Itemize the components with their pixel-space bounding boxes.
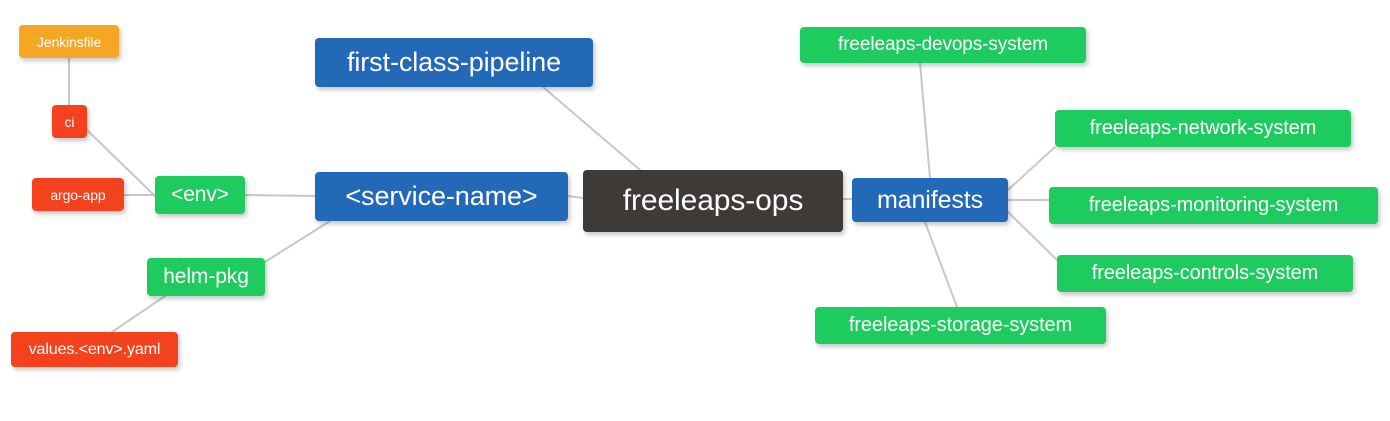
node-freeleaps-storage-system[interactable]: freeleaps-storage-system: [815, 307, 1106, 344]
node-freeleaps-devops-system[interactable]: freeleaps-devops-system: [800, 27, 1086, 63]
node-first-class-pipeline[interactable]: first-class-pipeline: [315, 38, 593, 87]
node-service-name[interactable]: <service-name>: [315, 172, 568, 221]
node-freeleaps-network-system[interactable]: freeleaps-network-system: [1055, 110, 1351, 147]
node-freeleaps-controls-system[interactable]: freeleaps-controls-system: [1057, 255, 1353, 292]
edge-manifests-to-freeleaps-devops-system: [919, 62, 931, 179]
edge-env-to-service-name: [244, 194, 316, 197]
edge-manifests-to-freeleaps-storage-system: [924, 221, 958, 308]
edge-first-class-pipeline-to-freeleaps-ops: [542, 86, 641, 171]
edge-service-name-to-helm-pkg: [264, 220, 331, 263]
node-env[interactable]: <env>: [155, 176, 245, 214]
node-freeleaps-ops[interactable]: freeleaps-ops: [583, 170, 843, 232]
edge-service-name-to-freeleaps-ops: [567, 195, 584, 199]
node-argo-app[interactable]: argo-app: [32, 178, 124, 211]
node-jenkinsfile[interactable]: Jenkinsfile: [19, 25, 119, 58]
node-ci[interactable]: ci: [52, 105, 87, 138]
node-manifests[interactable]: manifests: [852, 178, 1008, 222]
node-values-env-yaml[interactable]: values.<env>.yaml: [11, 332, 178, 367]
edge-helm-pkg-to-values-env-yaml: [111, 295, 166, 333]
edge-manifests-to-freeleaps-network-system: [1007, 146, 1056, 191]
node-helm-pkg[interactable]: helm-pkg: [147, 258, 265, 296]
node-freeleaps-monitoring-system[interactable]: freeleaps-monitoring-system: [1049, 187, 1378, 224]
